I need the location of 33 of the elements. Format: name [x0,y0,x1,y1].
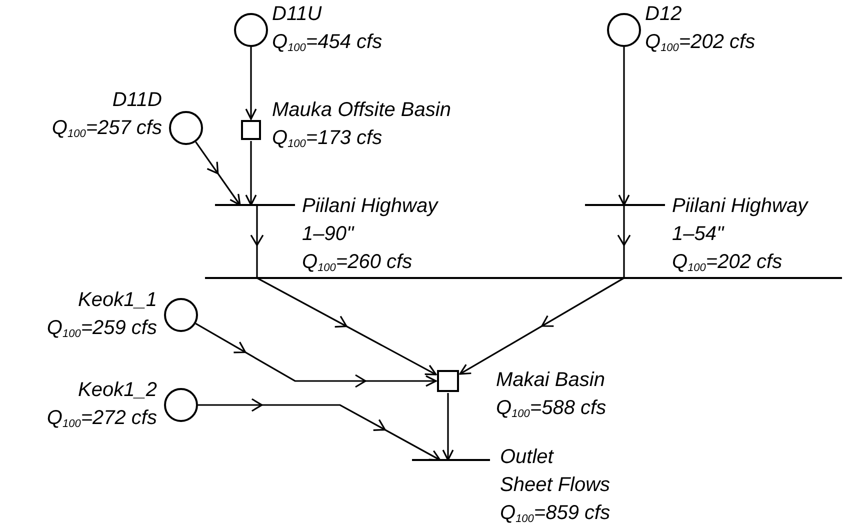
crossing-line [412,459,490,461]
inflow-circle [164,388,198,422]
flow-label: D12 [645,2,682,27]
flow-label: Q$_{100}$=173 cfs [272,126,382,152]
flow-label: Q$_{100}$=202 cfs [645,30,756,56]
flow-label: Q$_{100}$=272 cfs [46,406,157,432]
crossing-line [585,204,665,206]
inflow-circle [607,13,641,47]
flow-label: Q$_{100}$=859 cfs [500,501,610,527]
flow-label: Q$_{100}$=588 cfs [496,396,606,422]
flow-label: Keok1_2 [78,378,157,403]
flow-label: D11D [112,88,162,113]
flow-label: Q$_{100}$=259 cfs [46,316,157,342]
flow-label: Keok1_1 [78,288,157,313]
basin-square [241,120,261,140]
inflow-circle [164,298,198,332]
flow-label: Sheet Flows [500,473,610,498]
flow-label: Q$_{100}$=454 cfs [272,30,382,56]
flow-label: Mauka Offsite Basin [272,98,451,123]
flow-label: 1–90" [302,222,354,247]
inflow-circle [169,111,203,145]
flow-label: Piilani Highway [672,194,808,219]
flow-label: D11U [272,2,322,27]
flow-label: Q$_{100}$=260 cfs [302,250,412,276]
flow-label: Outlet [500,445,554,470]
flow-label: Makai Basin [496,368,605,393]
flow-label: Piilani Highway [302,194,438,219]
inflow-circle [234,13,268,47]
basin-square [437,370,459,392]
flow-label: 1–54" [672,222,724,247]
crossing-line [215,204,295,206]
flow-label: Q$_{100}$=257 cfs [52,116,162,142]
flow-label: Q$_{100}$=202 cfs [672,250,782,276]
